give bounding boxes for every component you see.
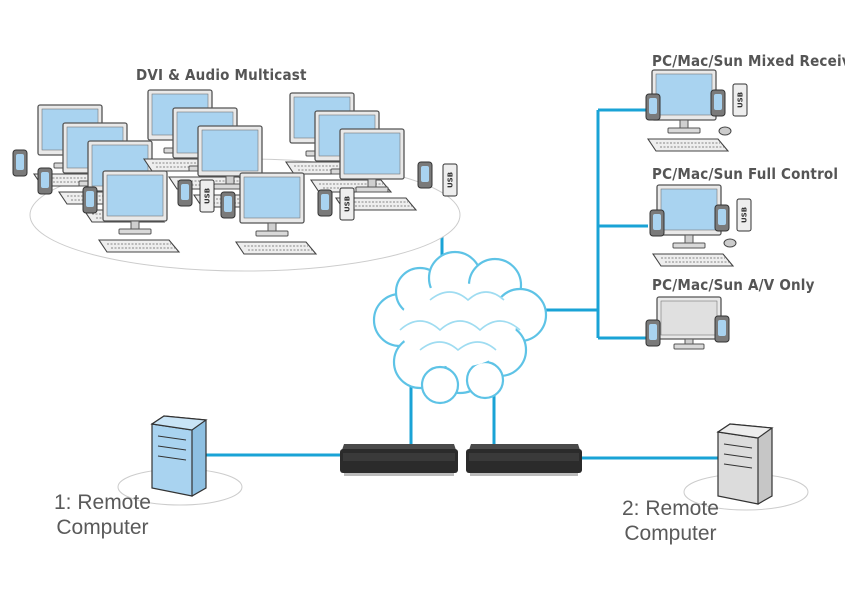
- usb-label: USB: [204, 188, 212, 204]
- tower-pc-icon: [683, 423, 809, 511]
- usb-hub-icon: USB: [732, 83, 748, 117]
- usb-label: USB: [447, 172, 455, 188]
- cloud-icon: [372, 250, 548, 405]
- remote-computer-2-line2: Computer: [624, 522, 717, 545]
- av-only-station: [645, 296, 730, 350]
- usb-label: USB: [737, 92, 745, 108]
- remote-computer-2-line1: 2: Remote: [622, 497, 719, 520]
- multicast-label: DVI & Audio Multicast: [136, 66, 307, 84]
- tower-pc-icon: [117, 415, 243, 506]
- remote-computer-2-label: 2: Remote Computer: [622, 496, 719, 546]
- mixed-receiver-station: USB: [645, 69, 748, 152]
- usb-label: USB: [741, 207, 749, 223]
- av-only-label: PC/Mac/Sun A/V Only: [652, 276, 815, 294]
- usb-hub-icon: USB: [736, 198, 752, 232]
- usb-hub-icon: USB USB USB: [199, 163, 458, 221]
- usb-label: USB: [344, 196, 352, 212]
- mixed-receiver-label: PC/Mac/Sun Mixed Receiver: [652, 52, 845, 70]
- full-control-station: USB: [649, 184, 752, 267]
- remote-computer-1-line1: 1: Remote: [54, 491, 151, 514]
- remote-computer-1-line2: Computer: [56, 516, 149, 539]
- multicast-cluster: USB USB USB: [12, 89, 461, 272]
- kvm-extender-icon: [340, 444, 458, 476]
- full-control-label: PC/Mac/Sun Full Control: [652, 165, 839, 183]
- kvm-extender-icon: [466, 444, 582, 476]
- remote-computer-1-label: 1: Remote Computer: [54, 490, 151, 540]
